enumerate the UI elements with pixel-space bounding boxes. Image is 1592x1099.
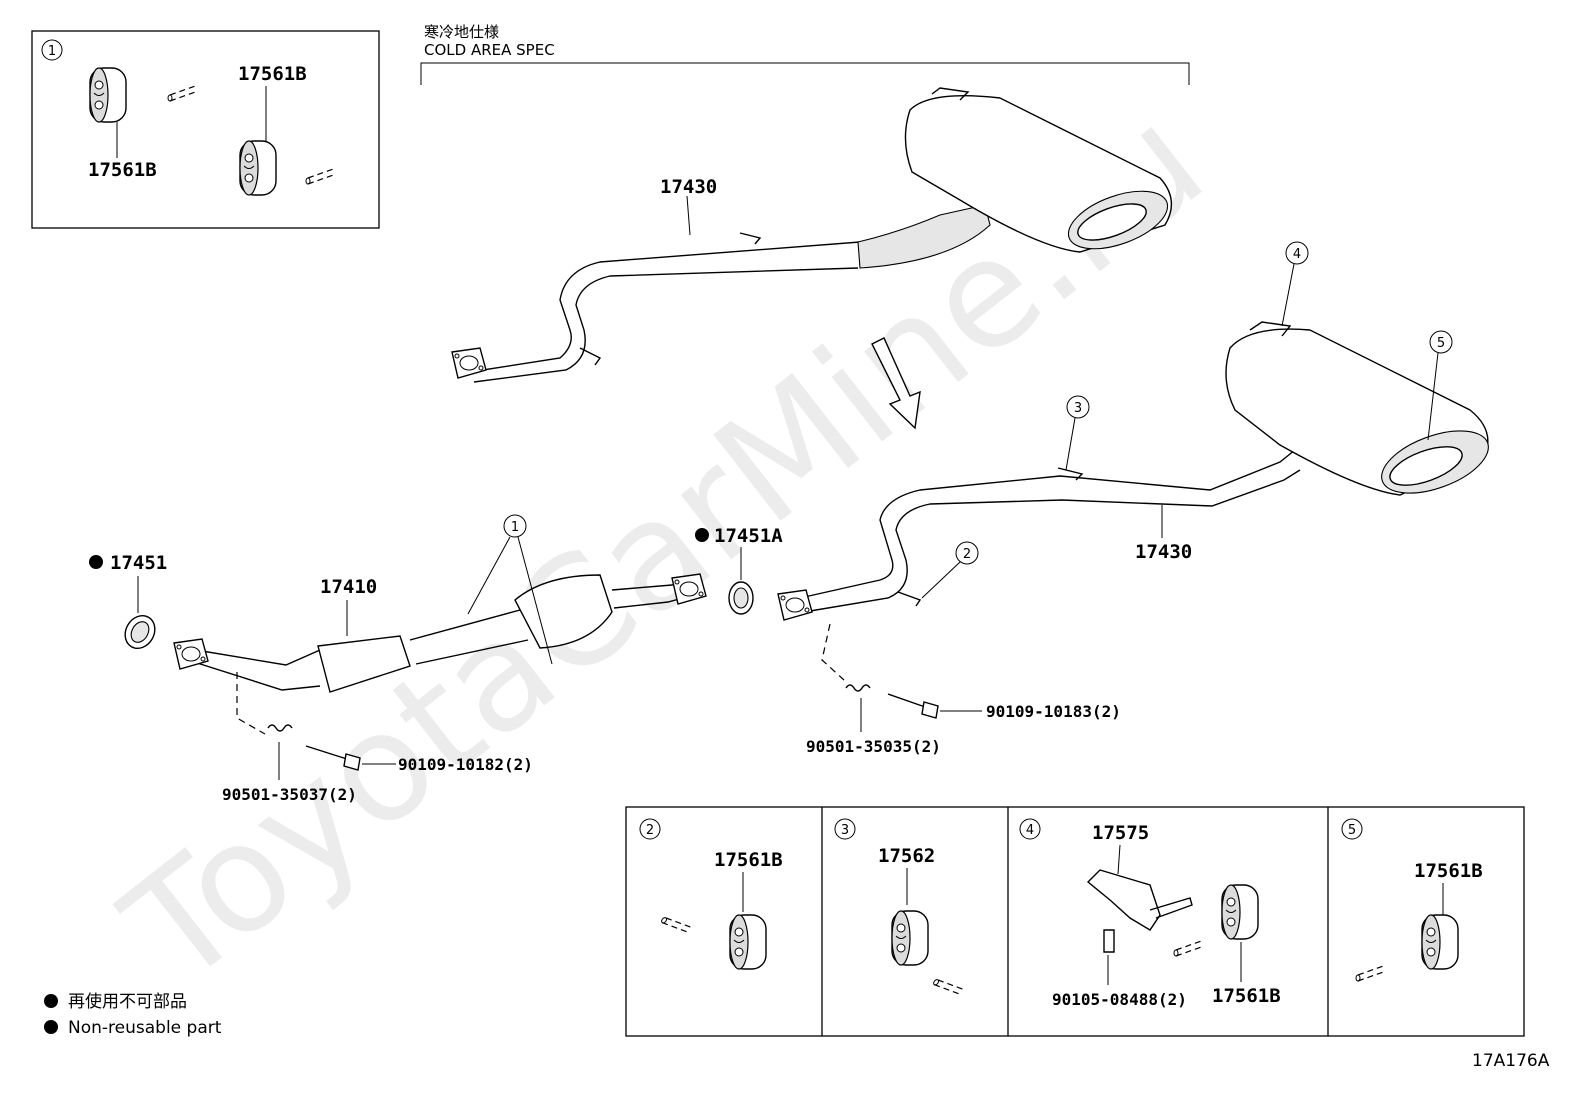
rubber-hanger-icon — [239, 140, 277, 196]
inset-4-label-bracket: 17575 — [1092, 822, 1149, 844]
diagram-code: 17A176A — [1472, 1051, 1550, 1071]
label-17410: 17410 — [320, 576, 377, 598]
rubber-hanger-icon — [1221, 884, 1259, 940]
bolt-icon — [305, 745, 351, 761]
arrow-icon — [871, 337, 921, 430]
label-bolt-left: 90109-10182(2) — [398, 755, 533, 774]
rubber-hanger-icon — [1421, 914, 1459, 970]
spring-icon — [267, 724, 293, 732]
bolt-icon — [1103, 929, 1115, 953]
callout-3 — [1066, 395, 1090, 419]
callout-4 — [1285, 241, 1309, 265]
legend-dot — [44, 1020, 58, 1034]
label-17451: 17451 — [110, 552, 167, 574]
hanger-pin-icon — [305, 167, 337, 185]
front-exhaust-pipe-converter — [173, 573, 707, 693]
spring-icon — [845, 684, 871, 692]
inset-4-label-hanger: 17561B — [1212, 985, 1281, 1007]
callout-1-num: 1 — [511, 520, 519, 535]
label-bolt-right: 90109-10183(2) — [986, 702, 1121, 721]
hanger-pin-icon — [1173, 939, 1205, 957]
inset-1-box — [31, 30, 380, 229]
inset-3-label: 17562 — [878, 845, 935, 867]
rubber-hanger-icon — [729, 914, 767, 970]
inset-1-label-a: 17561B — [88, 159, 157, 181]
inset-1-callout-num: 1 — [48, 44, 56, 59]
label-spring-right: 90501-35035(2) — [806, 737, 941, 756]
callout-3-num: 3 — [1074, 401, 1082, 416]
hanger-pin-icon — [167, 84, 199, 102]
legend-jp: 再使用不可部品 — [68, 991, 187, 1012]
label-spring-left: 90501-35037(2) — [222, 785, 357, 804]
callout-2-num: 2 — [963, 547, 971, 562]
hanger-pin-icon — [1355, 964, 1387, 982]
cold-area-jp: 寒冷地仕様 — [424, 23, 499, 41]
inset-2-num: 2 — [646, 823, 654, 838]
non-reusable-dot — [695, 528, 709, 542]
non-reusable-dot — [89, 555, 103, 569]
rubber-hanger-icon — [891, 910, 929, 966]
cold-area-bracket — [420, 62, 1190, 85]
inset-5-callout — [1341, 818, 1363, 840]
tailpipe-assembly — [777, 321, 1489, 621]
bolt-icon — [887, 693, 929, 709]
inset-2-callout — [639, 818, 661, 840]
tailpipe-assembly-cold — [451, 87, 1173, 383]
cold-area-en: COLD AREA SPEC — [424, 41, 555, 59]
inset-4-num: 4 — [1026, 823, 1034, 838]
inset-4-label-bolt: 90105-08488(2) — [1052, 990, 1187, 1009]
label-17451a: 17451A — [714, 525, 783, 547]
hanger-bracket-icon — [1086, 869, 1161, 931]
callout-1 — [503, 514, 527, 538]
hanger-pin-icon — [932, 970, 967, 1004]
inset-3-num: 3 — [841, 823, 849, 838]
bottom-insets-box — [625, 806, 1525, 1037]
rubber-hanger-icon — [89, 67, 127, 123]
inset-1-label-b: 17561B — [238, 63, 307, 85]
inset-5-label: 17561B — [1414, 860, 1483, 882]
inset-1-callout — [41, 39, 63, 61]
legend-dot — [44, 994, 58, 1008]
callout-2 — [955, 541, 979, 565]
callout-4-num: 4 — [1293, 247, 1301, 262]
inset-5-num: 5 — [1348, 823, 1356, 838]
hanger-pin-icon — [660, 908, 695, 942]
label-17430: 17430 — [1135, 541, 1192, 563]
legend-en: Non-reusable part — [68, 1018, 222, 1038]
inset-2-label: 17561B — [714, 849, 783, 871]
callout-5-num: 5 — [1437, 336, 1445, 351]
inset-3-callout — [834, 818, 856, 840]
callout-5 — [1429, 330, 1453, 354]
inset-4-callout — [1019, 818, 1041, 840]
label-17430-cold: 17430 — [660, 176, 717, 198]
